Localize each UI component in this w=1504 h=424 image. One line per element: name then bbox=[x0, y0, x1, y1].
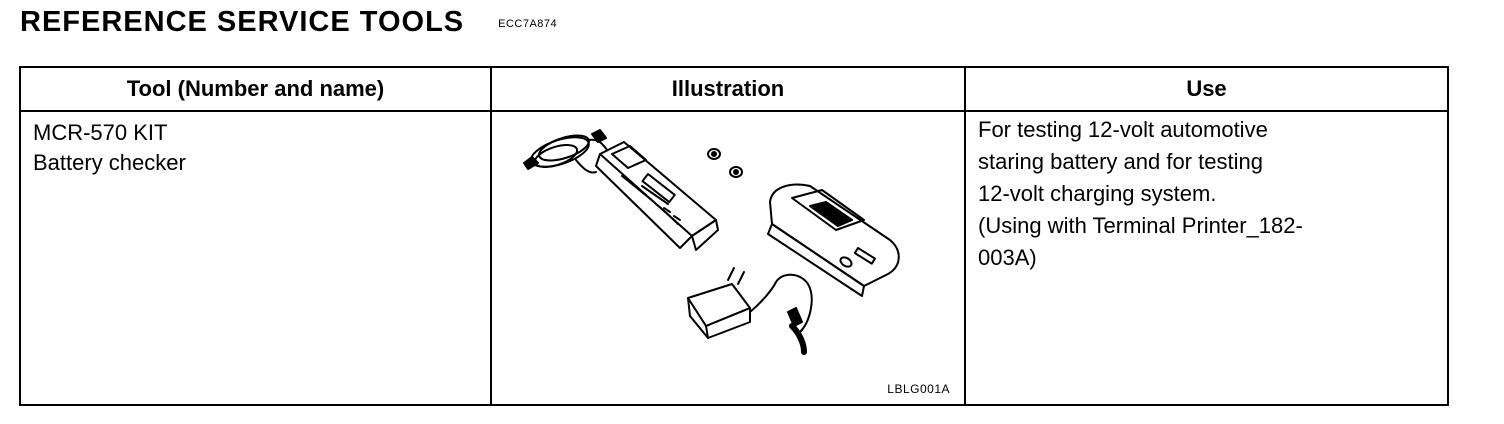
use-line: 003A) bbox=[978, 245, 1037, 270]
tool-name: Battery checker bbox=[33, 150, 186, 175]
header-use: Use bbox=[964, 66, 1449, 112]
table-row: MCR-570 KIT Battery checker bbox=[19, 110, 1449, 406]
tool-cell: MCR-570 KIT Battery checker bbox=[19, 110, 492, 406]
service-tools-table: Tool (Number and name) Illustration Use … bbox=[19, 66, 1449, 406]
header-illustration: Illustration bbox=[490, 66, 966, 112]
use-cell: For testing 12-volt automotive staring b… bbox=[964, 110, 1449, 406]
use-line: 12-volt charging system. bbox=[978, 181, 1217, 206]
battery-checker-icon bbox=[595, 141, 719, 251]
use-line: (Using with Terminal Printer_182- bbox=[978, 213, 1303, 238]
page-title: REFERENCE SERVICE TOOLS bbox=[20, 6, 465, 38]
ac-adapter-icon bbox=[687, 267, 813, 355]
use-line: staring battery and for testing bbox=[978, 149, 1263, 174]
use-line: For testing 12-volt automotive bbox=[978, 117, 1268, 142]
page-heading: REFERENCE SERVICE TOOLS ECC7A874 bbox=[20, 6, 557, 39]
battery-checker-kit-illustration bbox=[523, 129, 900, 355]
tool-number: MCR-570 KIT bbox=[33, 120, 168, 145]
figure-code: LBLG001A bbox=[887, 382, 950, 396]
illustration-cell: LBLG001A bbox=[490, 110, 966, 406]
paper-roll-icon bbox=[707, 148, 743, 178]
test-cable-icon bbox=[523, 129, 611, 174]
table-header-row: Tool (Number and name) Illustration Use bbox=[19, 66, 1449, 112]
terminal-printer-icon bbox=[767, 183, 900, 297]
header-tool: Tool (Number and name) bbox=[19, 66, 492, 112]
reference-code: ECC7A874 bbox=[498, 18, 558, 30]
